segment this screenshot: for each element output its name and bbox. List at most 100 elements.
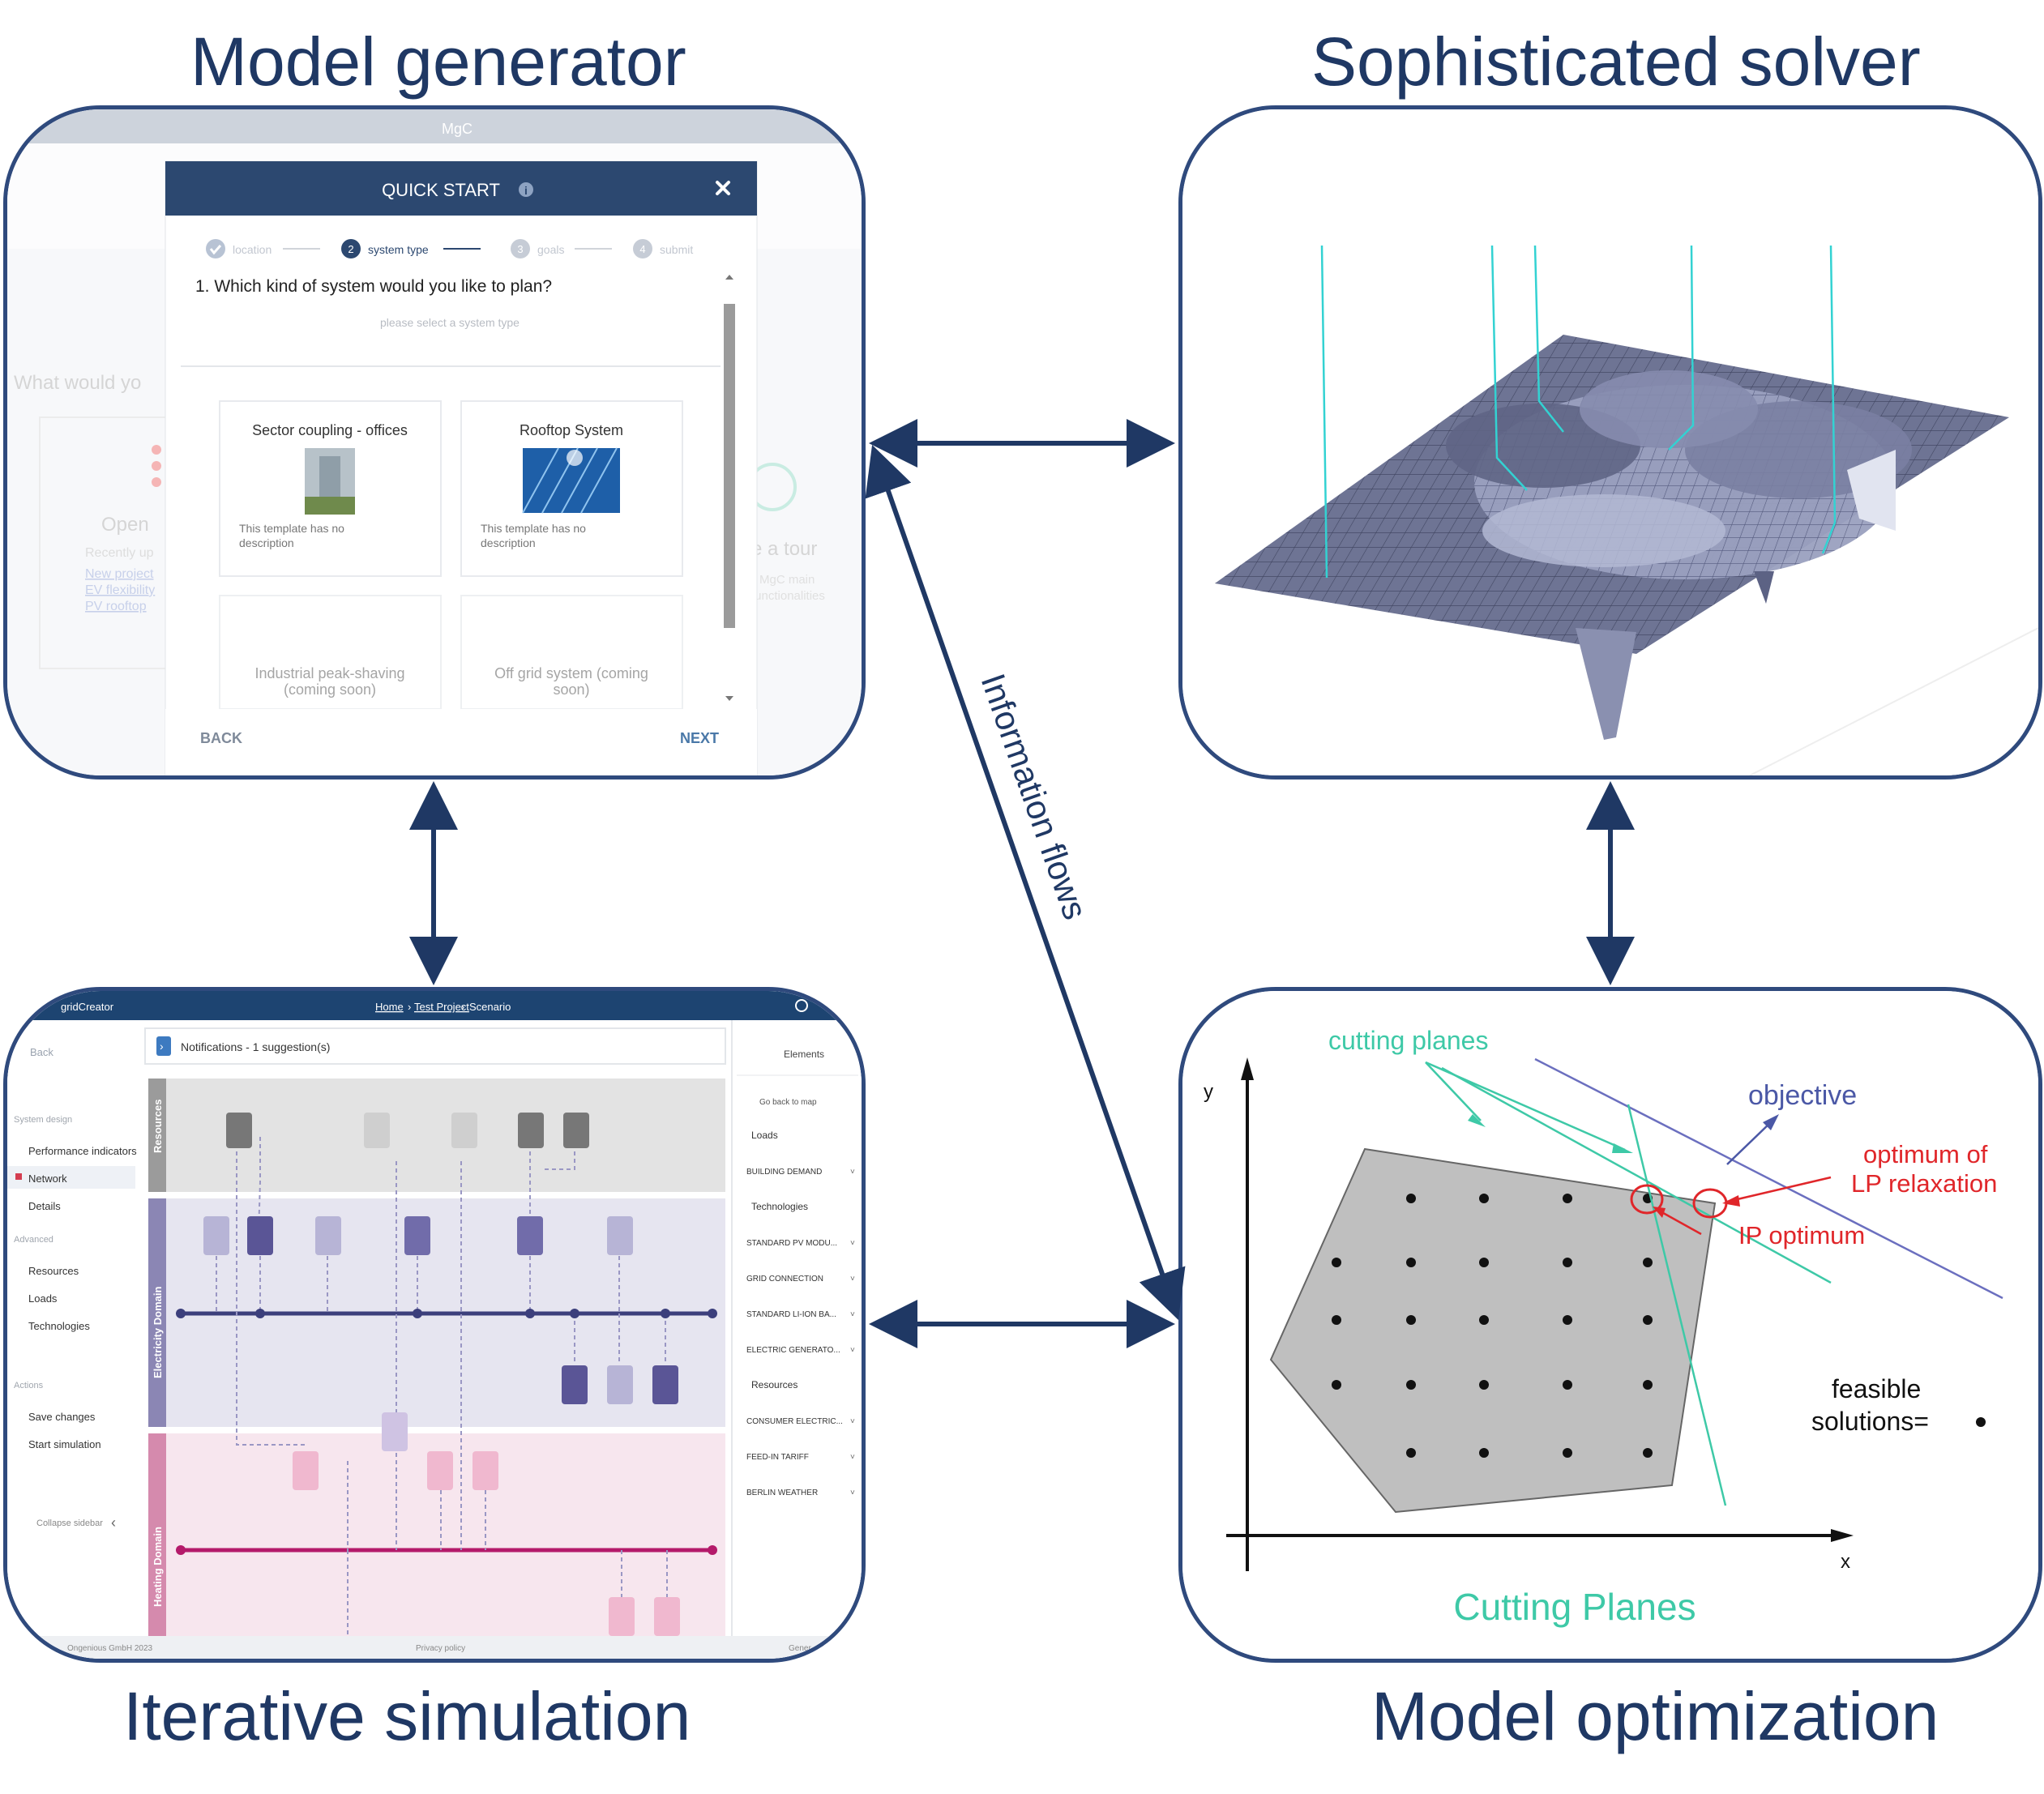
network-icon <box>15 1173 22 1180</box>
thermal-storage-icon[interactable] <box>427 1451 453 1490</box>
quickstart-title: QUICK START <box>382 180 500 200</box>
element-resources[interactable]: Resources <box>751 1379 798 1390</box>
information-flows-label: Information flows <box>974 668 1095 924</box>
grid-connection-icon[interactable] <box>517 1216 543 1255</box>
generator-icon[interactable] <box>404 1216 430 1255</box>
gas-resource-icon[interactable] <box>364 1113 390 1148</box>
cutting-plane-1 <box>1441 1066 1832 1284</box>
element-generator[interactable]: ELECTRIC GENERATO... <box>746 1346 840 1355</box>
dialog-scrollbar[interactable] <box>724 304 735 628</box>
radiator-icon[interactable] <box>654 1597 680 1636</box>
heat-pump-icon[interactable] <box>382 1412 408 1451</box>
step-number-4: 4 <box>639 243 645 255</box>
feed-in-tariff-icon[interactable] <box>563 1113 589 1148</box>
element-technologies[interactable]: Technologies <box>751 1201 808 1212</box>
collapse-sidebar-button[interactable]: Collapse sidebar <box>36 1518 103 1528</box>
card-sector-coupling[interactable]: Sector coupling - offices This template … <box>219 400 442 577</box>
stepper: location 2 system type 3 goals 4 submit <box>206 239 693 258</box>
breadcrumb-home[interactable]: Home <box>375 1001 404 1013</box>
element-consumer-electric[interactable]: CONSUMER ELECTRIC... <box>746 1417 843 1426</box>
bg-link-2: EV flexibility <box>85 583 155 597</box>
card-title-industrial-1: Industrial peak-shaving <box>254 665 404 681</box>
step-submit[interactable]: submit <box>660 243 693 256</box>
iterative-simulation-heading: Iterative simulation <box>123 1678 691 1754</box>
footer-right: Gener <box>789 1644 811 1653</box>
step-location[interactable]: location <box>233 243 272 256</box>
solver-panel <box>1178 105 2042 780</box>
element-loads[interactable]: Loads <box>751 1130 778 1141</box>
battery-icon[interactable] <box>562 1365 588 1404</box>
heater-icon[interactable] <box>473 1451 498 1490</box>
brand[interactable]: gridCreator <box>61 1001 114 1013</box>
power-icon[interactable] <box>795 999 808 1012</box>
element-pv-module[interactable]: STANDARD PV MODU... <box>746 1239 837 1248</box>
element-building-demand[interactable]: BUILDING DEMAND <box>746 1168 822 1177</box>
bg-link-3: PV rooftop <box>85 600 147 613</box>
sidebar-details[interactable]: Details <box>28 1200 61 1212</box>
card-off-grid[interactable]: Off grid system (coming soon) <box>460 595 683 710</box>
next-button[interactable]: NEXT <box>680 730 719 746</box>
element-grid-connection[interactable]: GRID CONNECTION <box>746 1275 823 1284</box>
boiler-icon[interactable] <box>293 1451 319 1490</box>
heat-demand-icon[interactable] <box>609 1597 635 1636</box>
app-name: MgC <box>442 121 473 137</box>
card-title-industrial-2: (coming soon) <box>284 681 376 698</box>
cutting-planes-caption: Cutting Planes <box>1453 1586 1695 1628</box>
feasible-dot-legend <box>1976 1417 1986 1427</box>
lightning-icon[interactable] <box>652 1365 678 1404</box>
card-industrial-peak[interactable]: Industrial peak-shaving (coming soon) <box>219 595 442 710</box>
section-actions: Actions <box>14 1381 44 1390</box>
elements-title: Elements <box>784 1049 824 1060</box>
ev-icon[interactable] <box>607 1365 633 1404</box>
breadcrumb-scenario: Scenario <box>469 1001 511 1013</box>
question: 1. Which kind of system would you like t… <box>195 277 552 296</box>
battery-stack-icon[interactable] <box>315 1216 341 1255</box>
card-desc-rooftop-1: This template has no <box>481 522 586 535</box>
wind-turbine-icon[interactable] <box>203 1216 229 1255</box>
weather-icon[interactable] <box>226 1113 252 1148</box>
start-simulation-button[interactable]: Start simulation <box>28 1438 101 1450</box>
svg-text:›: › <box>160 1040 164 1053</box>
lp-optimum-label-1: optimum of <box>1863 1140 1988 1168</box>
lp-optimum-label-2: LP relaxation <box>1851 1169 1997 1198</box>
card-rooftop-system[interactable]: Rooftop System This template has no desc… <box>460 400 683 577</box>
y-axis-label: y <box>1204 1081 1213 1103</box>
back-button[interactable]: BACK <box>200 730 242 746</box>
element-feed-in-tariff[interactable]: FEED-IN TARIFF <box>746 1453 809 1462</box>
info-icon[interactable] <box>519 182 533 197</box>
consumer-tariff-icon[interactable] <box>518 1113 544 1148</box>
svg-text:›: › <box>461 1001 464 1013</box>
element-berlin-weather[interactable]: BERLIN WEATHER <box>746 1489 818 1497</box>
back-link[interactable]: Back <box>30 1046 53 1058</box>
step-system-type[interactable]: system type <box>368 243 429 256</box>
cutting-planes-label: cutting planes <box>1328 1026 1488 1055</box>
card-title-offgrid-1: Off grid system (coming <box>494 665 648 681</box>
element-li-ion[interactable]: STANDARD LI-ION BA... <box>746 1310 836 1319</box>
sidebar-loads[interactable]: Loads <box>28 1292 58 1305</box>
breadcrumb-project[interactable]: Test Project <box>414 1001 469 1013</box>
arrow-information-flows <box>865 445 1186 1320</box>
solver-traces <box>1320 245 1837 579</box>
save-changes-button[interactable]: Save changes <box>28 1411 96 1423</box>
building-demand-icon[interactable] <box>247 1216 273 1255</box>
footer-privacy[interactable]: Privacy policy <box>416 1644 465 1653</box>
sophisticated-solver-heading: Sophisticated solver <box>1311 23 1921 100</box>
close-icon[interactable] <box>716 181 730 195</box>
chevron-left-icon[interactable]: ‹ <box>111 1514 116 1531</box>
ev-charger-icon[interactable] <box>607 1216 633 1255</box>
sidebar-resources[interactable]: Resources <box>28 1265 79 1277</box>
go-back-to-map[interactable]: Go back to map <box>759 1098 817 1107</box>
bg-heading: What would yo <box>14 372 141 394</box>
sidebar-performance-indicators[interactable]: Performance indicators <box>28 1145 137 1157</box>
surface-spike <box>1576 628 1636 740</box>
svg-text:˅: ˅ <box>850 1346 855 1355</box>
sidebar-technologies[interactable]: Technologies <box>28 1320 90 1332</box>
bg-tour-desc-1: MgC main <box>759 573 815 587</box>
fuel-resource-icon[interactable] <box>451 1113 477 1148</box>
svg-text:˅: ˅ <box>850 1453 855 1462</box>
sidebar-network[interactable]: Network <box>28 1173 67 1185</box>
quickstart-screenshot: MgC What would yo Open Recently up New p… <box>7 109 862 775</box>
svg-text:˅: ˅ <box>850 1168 855 1177</box>
step-goals[interactable]: goals <box>537 243 564 256</box>
notifications-bar[interactable] <box>144 1027 726 1065</box>
